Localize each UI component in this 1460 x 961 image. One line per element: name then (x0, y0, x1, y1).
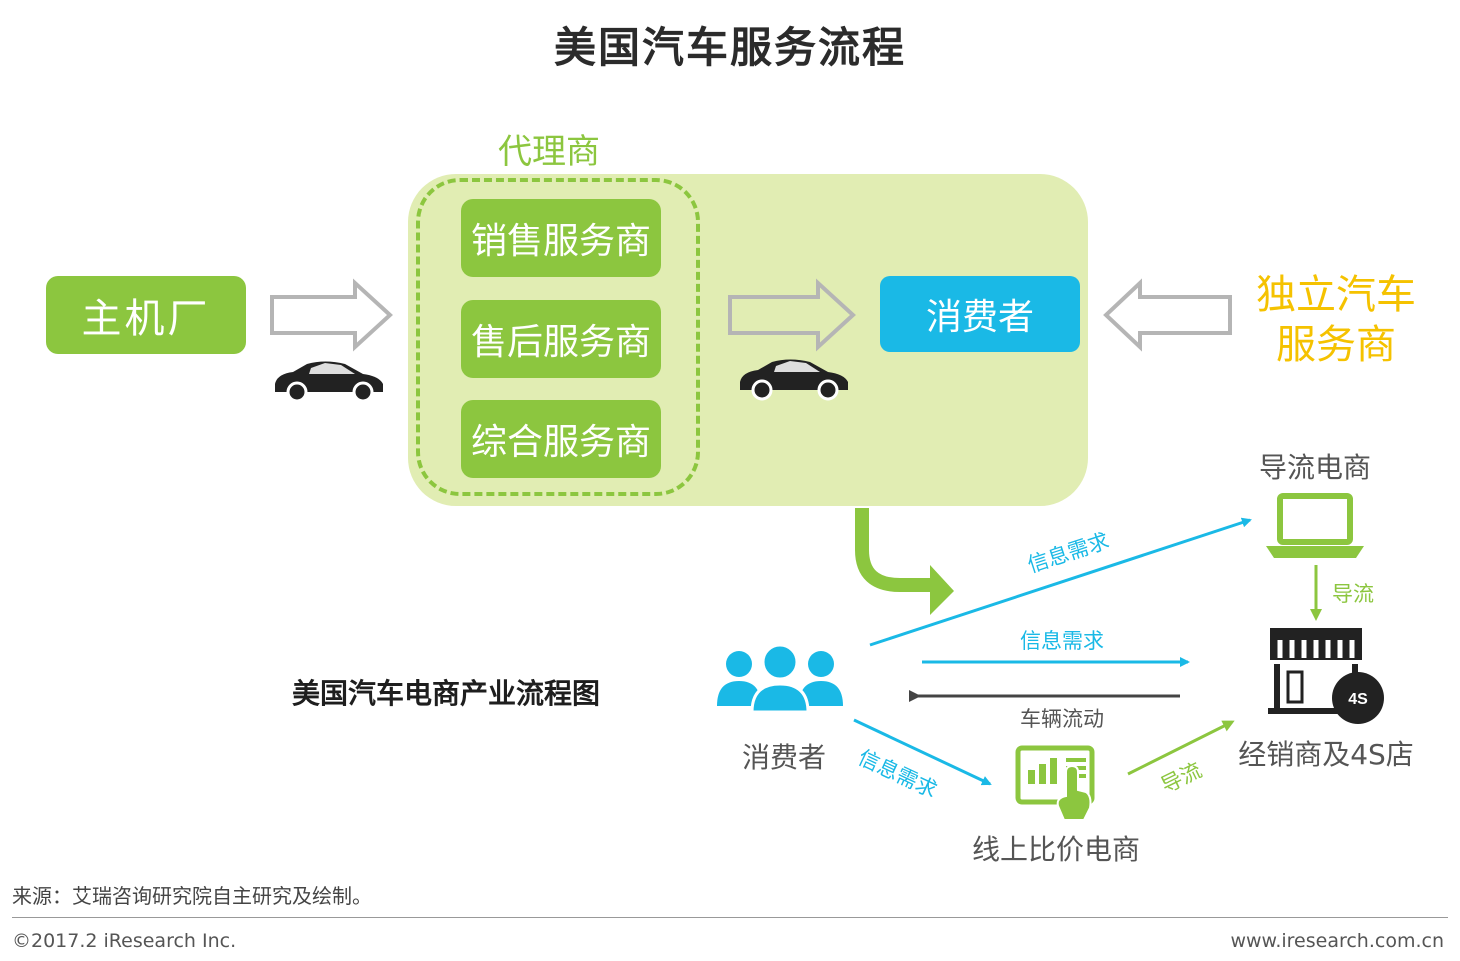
arrow-agents-to-consumer-icon (728, 278, 856, 352)
footer-divider (12, 917, 1448, 918)
traffic-label-1: 导流 (1332, 582, 1374, 606)
vehicle-flow-label: 车辆流动 (1020, 707, 1104, 731)
oem-box: 主机厂 (46, 276, 246, 354)
badge-4s: 4S (1348, 691, 1368, 708)
leadgen-ecommerce-label: 导流电商 (1258, 451, 1371, 484)
price-compare-icon (1015, 745, 1095, 821)
arrow-consumer-to-leadgen (869, 517, 1252, 647)
aftersales-service-provider-box: 售后服务商 (461, 300, 661, 378)
page-title: 美国汽车服务流程 (553, 23, 906, 72)
arrow-independent-to-consumer-icon (1103, 278, 1232, 352)
source-note: 来源：艾瑞咨询研究院自主研究及绘制。 (12, 884, 372, 908)
website-link[interactable]: www.iresearch.com.cn (1230, 930, 1444, 952)
store-icon (1268, 628, 1384, 724)
independent-service-line-2: 服务商 (1276, 322, 1396, 368)
ecommerce-diagram-title: 美国汽车电商产业流程图 (292, 677, 601, 710)
independent-service-line-1: 独立汽车 (1256, 272, 1416, 318)
price-compare-label: 线上比价电商 (971, 833, 1140, 866)
car-icon-1 (275, 361, 383, 403)
consumer-box: 消费者 (880, 276, 1080, 352)
arrow-consumer-to-compare (853, 718, 992, 786)
agent-label: 代理商 (498, 132, 600, 172)
independent-service-label: 独立汽车 服务商 (1246, 270, 1426, 370)
sales-service-provider-box: 销售服务商 (461, 199, 661, 277)
integrated-service-provider-box: 综合服务商 (461, 400, 661, 478)
laptop-icon (1266, 493, 1364, 558)
arrow-oem-to-agents-icon (270, 278, 393, 352)
curved-down-arrow-icon (855, 508, 932, 592)
consumers-icon (717, 643, 843, 714)
consumer-label: 消费者 (741, 741, 826, 774)
car-icon-2 (740, 359, 848, 401)
agent-group-border (416, 178, 700, 496)
info-demand-label-2: 信息需求 (1020, 629, 1104, 653)
arrow-compare-to-dealers (1127, 720, 1235, 776)
copyright: ©2017.2 iResearch Inc. (12, 930, 237, 952)
dealers-4s-label: 经销商及4S店 (1238, 738, 1414, 771)
